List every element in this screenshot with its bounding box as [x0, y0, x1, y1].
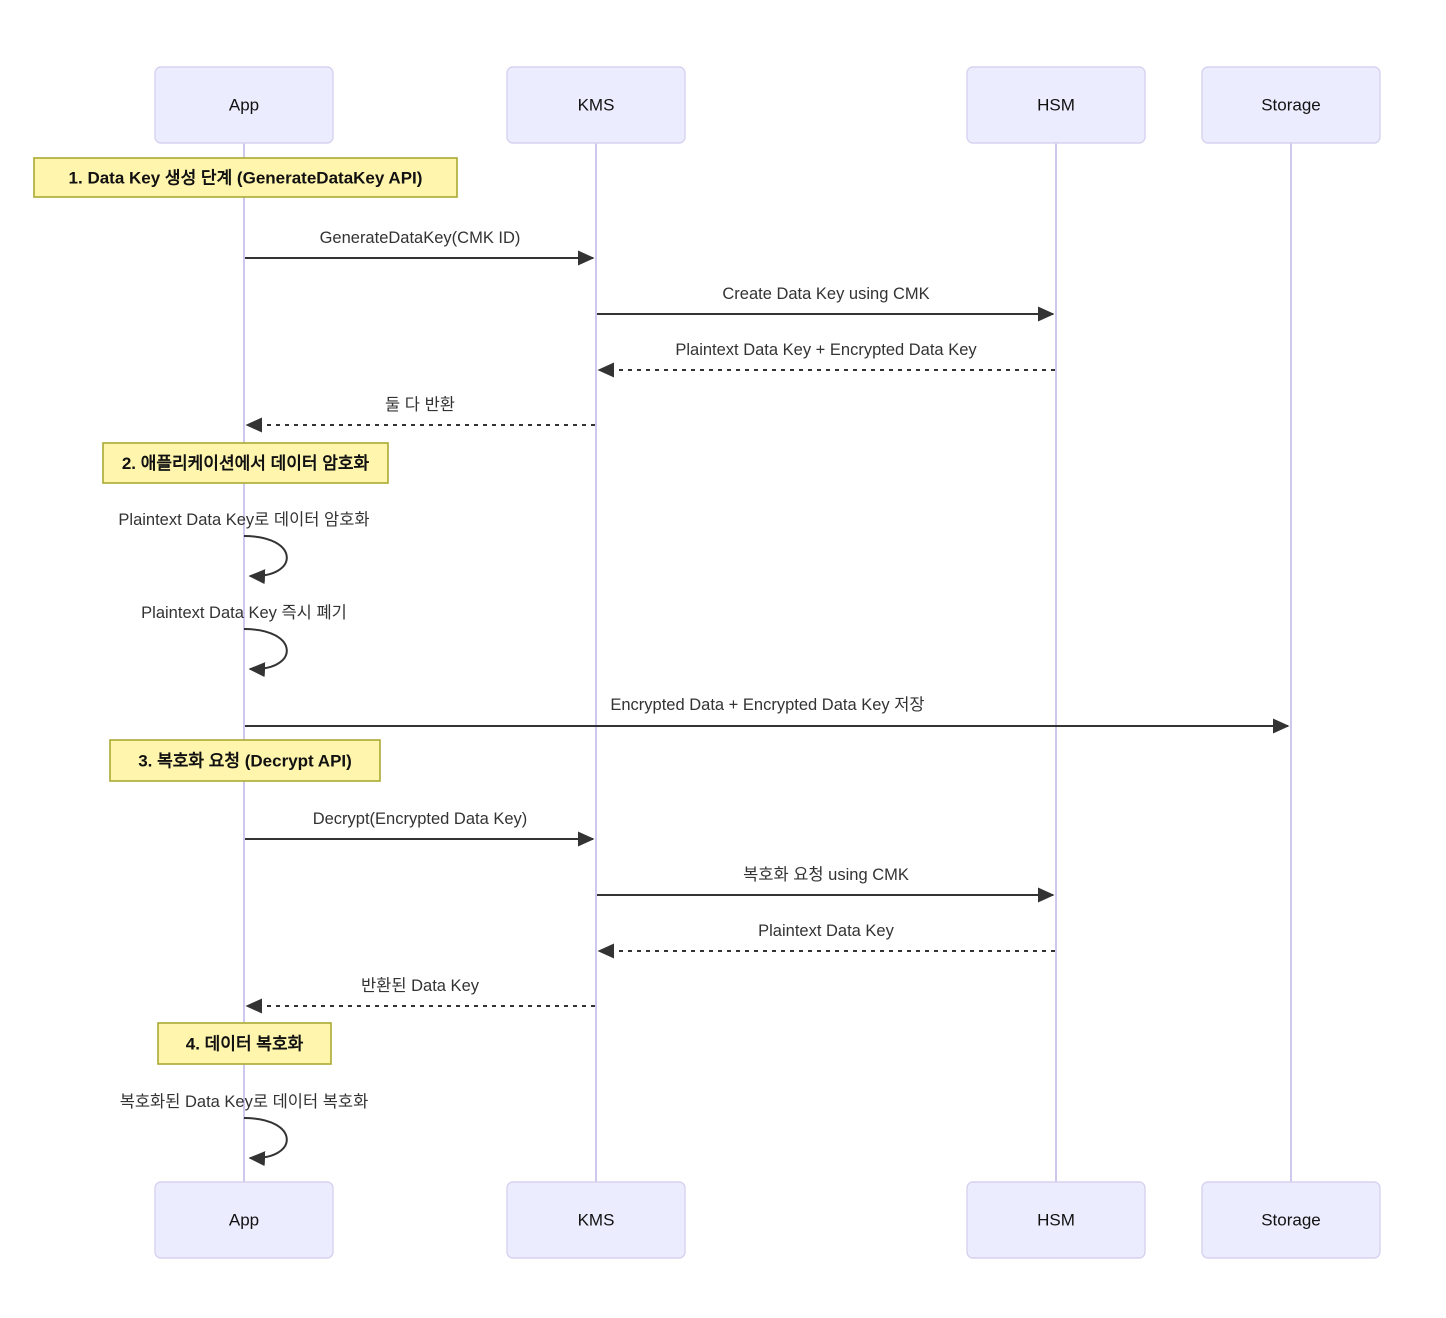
msg-1-label: GenerateDataKey(CMK ID): [320, 229, 521, 247]
actor-box-hsm: [966, 66, 1146, 144]
actor-kms-top[interactable]: KMS: [506, 66, 686, 144]
note-1-box: [33, 157, 458, 198]
msg-8-label: Decrypt(Encrypted Data Key): [313, 810, 528, 828]
messages-group: GenerateDataKey(CMK ID) Create Data Key u…: [118, 229, 1290, 1167]
actor-hsm-top[interactable]: HSM: [966, 66, 1146, 144]
note-2-label: 2. 애플리케이션에서 데이터 암호화: [122, 454, 370, 473]
msg-9-label: 복호화 요청 using CMK: [743, 865, 909, 884]
msg-2-label: Create Data Key using CMK: [722, 285, 929, 303]
actor-label-hsm: HSM: [1037, 95, 1075, 114]
msg-9: 복호화 요청 using CMK: [597, 865, 1055, 903]
msg-3: Plaintext Data Key + Encrypted Data Key: [597, 341, 1055, 378]
note-3-box: [109, 739, 381, 782]
actor-label-storage: Storage: [1261, 95, 1321, 114]
actor-box-kms: [506, 1181, 686, 1259]
msg-7: Encrypted Data + Encrypted Data Key 저장: [245, 695, 1290, 734]
actor-hsm-bottom[interactable]: HSM: [966, 1181, 1146, 1259]
msg-5: Plaintext Data Key로 데이터 암호화: [118, 510, 370, 585]
msg-6-self-arc: [243, 628, 288, 678]
actor-label-hsm: HSM: [1037, 1210, 1075, 1229]
msg-5-self-arc: [243, 535, 288, 585]
msg-8: Decrypt(Encrypted Data Key): [245, 810, 595, 847]
note-4: 4. 데이터 복호화: [157, 1022, 332, 1065]
msg-6: Plaintext Data Key 즉시 폐기: [141, 603, 347, 678]
note-1-label: 1. Data Key 생성 단계 (GenerateDataKey API): [69, 169, 423, 188]
note-2-box: [102, 442, 389, 484]
actor-label-kms: KMS: [578, 95, 615, 114]
lifelines-group: [243, 143, 1292, 1182]
actor-label-kms: KMS: [578, 1210, 615, 1229]
msg-12: 복호화된 Data Key로 데이터 복호화: [120, 1092, 369, 1167]
msg-4-label: 둘 다 반환: [385, 395, 455, 414]
msg-3-label: Plaintext Data Key + Encrypted Data Key: [675, 341, 977, 359]
actor-app-top[interactable]: App: [154, 66, 334, 144]
actor-box-storage: [1201, 1181, 1381, 1259]
actor-label-storage: Storage: [1261, 1210, 1321, 1229]
actor-storage-bottom[interactable]: Storage: [1201, 1181, 1381, 1259]
notes-group: 1. Data Key 생성 단계 (GenerateDataKey API) 2…: [33, 157, 458, 1065]
msg-7-label: Encrypted Data + Encrypted Data Key 저장: [610, 695, 924, 714]
note-2: 2. 애플리케이션에서 데이터 암호화: [102, 442, 389, 484]
note-1: 1. Data Key 생성 단계 (GenerateDataKey API): [33, 157, 458, 198]
msg-10: Plaintext Data Key: [597, 922, 1055, 959]
msg-11-label: 반환된 Data Key: [361, 976, 480, 995]
note-3-label: 3. 복호화 요청 (Decrypt API): [138, 751, 352, 771]
note-4-box: [157, 1022, 332, 1065]
actor-box-kms: [506, 66, 686, 144]
actor-kms-bottom[interactable]: KMS: [506, 1181, 686, 1259]
actor-box-hsm: [966, 1181, 1146, 1259]
msg-12-label: 복호화된 Data Key로 데이터 복호화: [120, 1092, 369, 1111]
actor-label-app: App: [229, 95, 259, 114]
msg-5-label: Plaintext Data Key로 데이터 암호화: [118, 510, 369, 529]
msg-4: 둘 다 반환: [245, 395, 595, 433]
msg-2: Create Data Key using CMK: [597, 285, 1055, 322]
note-3: 3. 복호화 요청 (Decrypt API): [109, 739, 381, 782]
msg-1: GenerateDataKey(CMK ID): [245, 229, 595, 266]
msg-10-label: Plaintext Data Key: [758, 922, 894, 940]
actor-label-app: App: [229, 1210, 259, 1229]
msg-6-label: Plaintext Data Key 즉시 폐기: [141, 603, 347, 622]
actor-storage-top[interactable]: Storage: [1201, 66, 1381, 144]
actor-app-bottom[interactable]: App: [154, 1181, 334, 1259]
actor-box-app: [154, 1181, 334, 1259]
actor-box-app: [154, 66, 334, 144]
msg-11: 반환된 Data Key: [245, 976, 595, 1014]
actor-box-storage: [1201, 66, 1381, 144]
msg-12-self-arc: [243, 1117, 288, 1167]
note-4-label: 4. 데이터 복호화: [186, 1035, 304, 1054]
